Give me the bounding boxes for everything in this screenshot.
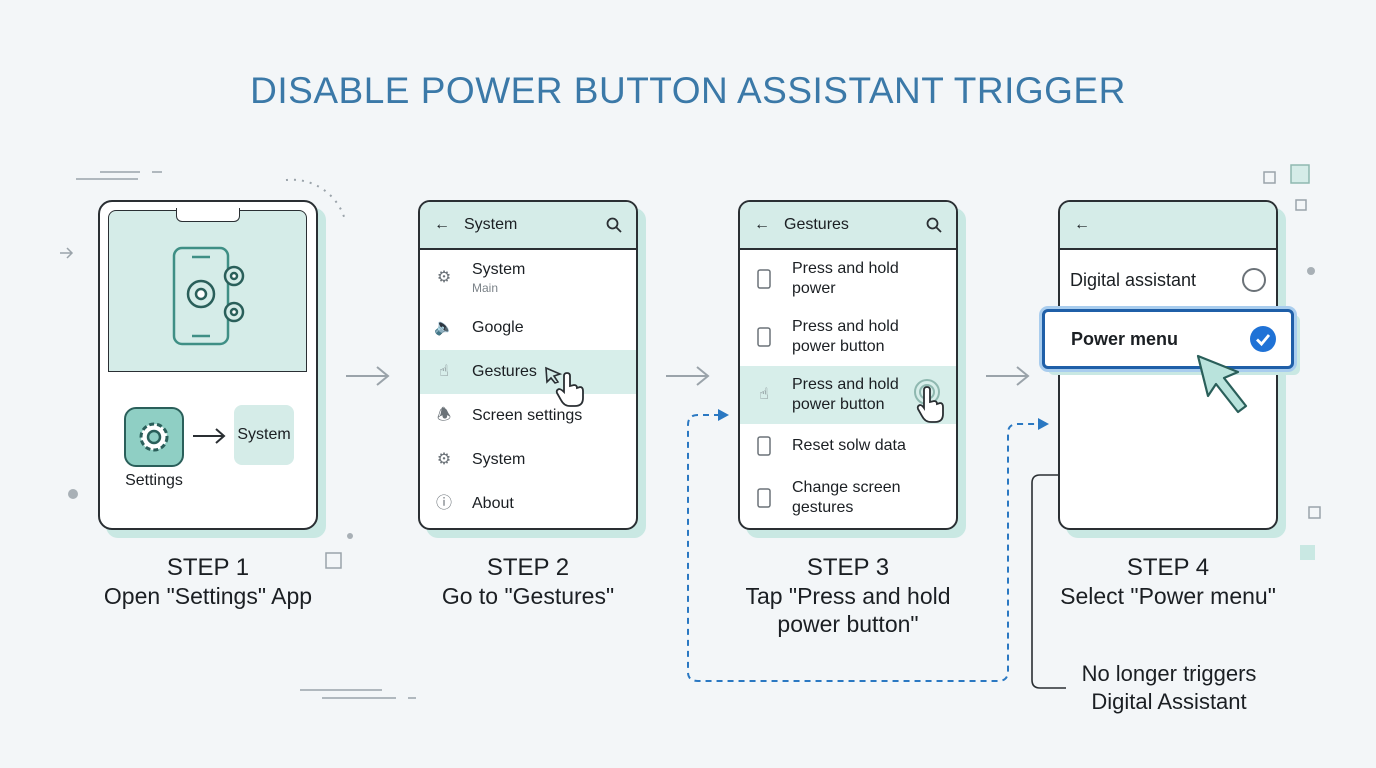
item-label: Press and hold power — [792, 260, 899, 297]
list-item-change-screen-gestures[interactable]: Change screen gestures — [740, 468, 956, 528]
option-label: Digital assistant — [1070, 269, 1197, 290]
settings-app-icon[interactable] — [124, 407, 184, 467]
note-line2: Digital Assistant — [1091, 689, 1247, 714]
system-target-box: System — [234, 405, 294, 465]
radio-checked-icon[interactable] — [1249, 325, 1277, 353]
phone-icon — [754, 436, 774, 456]
step4-label: STEP 4 Select "Power menu" — [1038, 554, 1298, 610]
tap-hand-cursor-icon — [914, 379, 944, 423]
back-arrow-icon[interactable]: ← — [434, 216, 450, 233]
settings-app-label: Settings — [125, 472, 183, 489]
radio-unselected-icon[interactable] — [1242, 268, 1266, 292]
back-arrow-icon[interactable]: ← — [754, 216, 770, 233]
list-item-press-hold-power[interactable]: Press and hold power — [740, 250, 956, 308]
item-label: Gestures — [472, 363, 537, 380]
app-bar-title: System — [464, 216, 518, 233]
app-bar: ← — [1060, 202, 1276, 250]
step1-label: STEP 1 Open "Settings" App — [78, 554, 338, 610]
item-label: Press and hold power button — [792, 318, 899, 355]
arrow-right-icon — [193, 428, 226, 444]
gear-icon — [139, 422, 169, 452]
step-number: STEP 4 — [1126, 554, 1210, 581]
page-title: DISABLE POWER BUTTON ASSISTANT TRIGGER — [250, 70, 1126, 111]
step-caption: Select "Power menu" — [1060, 583, 1276, 609]
item-label: System — [472, 261, 526, 278]
item-label: Reset solw data — [792, 437, 906, 454]
gear-icon: ⚙ — [436, 451, 452, 468]
list-item-about[interactable]: ⓘ About — [420, 482, 636, 526]
step-caption: Go to "Gestures" — [441, 583, 615, 609]
back-arrow-icon[interactable]: ← — [1074, 216, 1090, 233]
step-number: STEP 1 — [166, 554, 250, 581]
list-item-press-hold-power-button-selected[interactable]: ☝ Press and hold power button — [740, 366, 956, 424]
settings-phone-illustration-icon — [172, 246, 245, 346]
step3-phone: ← Gestures Press and hold power Press an… — [738, 200, 958, 530]
app-bar-title: Gestures — [784, 216, 849, 233]
hand-icon: ☝ — [759, 386, 769, 403]
list-item-press-hold-power-button[interactable]: Press and hold power button — [740, 308, 956, 366]
item-label: Google — [472, 319, 524, 336]
hand-icon: ☝ — [439, 363, 449, 380]
phone-icon — [754, 488, 774, 508]
list-item-gestures[interactable]: ☝ Gestures — [420, 350, 636, 407]
list-item-system[interactable]: ⚙ System — [420, 438, 636, 482]
list-item-screen-settings[interactable]: 🕭 Screen settings — [420, 394, 636, 438]
phone-icon — [754, 327, 774, 347]
item-label: System — [472, 451, 526, 468]
note-line1: No longer triggers — [1081, 661, 1257, 686]
step-caption: Open "Settings" App — [103, 583, 313, 609]
info-icon: ⓘ — [435, 495, 452, 512]
search-icon[interactable] — [606, 217, 622, 233]
app-bar: ← Gestures — [740, 202, 956, 250]
step-caption-line2: power button" — [777, 611, 919, 637]
cursor-arrow-icon — [1196, 354, 1248, 414]
bell-icon: 🕭 — [436, 407, 452, 424]
search-icon[interactable] — [926, 217, 942, 233]
item-sublabel: Main — [472, 281, 499, 295]
phone-notch — [176, 208, 240, 222]
step-number: STEP 2 — [486, 554, 570, 581]
step-caption-line1: Tap "Press and hold — [745, 583, 951, 609]
app-bar: ← System — [420, 202, 636, 250]
option-digital-assistant[interactable]: Digital assistant — [1060, 250, 1276, 310]
gear-icon: ⚙ — [436, 269, 452, 286]
phone-icon — [754, 269, 774, 289]
step4-note: No longer triggers Digital Assistant — [1064, 660, 1274, 716]
step2-label: STEP 2 Go to "Gestures" — [398, 554, 658, 610]
list-item-reset-data[interactable]: Reset solw data — [740, 424, 956, 468]
step3-label: STEP 3 Tap "Press and hold power button" — [718, 554, 978, 638]
item-label: Screen settings — [472, 407, 583, 424]
list-item-google[interactable]: 🔈 Google — [420, 306, 636, 350]
speaker-icon: 🔈 — [434, 319, 454, 336]
item-label: About — [472, 495, 514, 512]
item-label: Change screen gestures — [792, 479, 901, 516]
item-label: Press and hold power button — [792, 376, 899, 413]
option-power-menu[interactable]: Power menu — [1042, 309, 1294, 369]
pointer-hand-cursor-icon — [545, 366, 584, 407]
step-number: STEP 3 — [806, 554, 890, 581]
step1-phone: Settings System — [98, 200, 318, 530]
option-label: Power menu — [1071, 328, 1179, 349]
